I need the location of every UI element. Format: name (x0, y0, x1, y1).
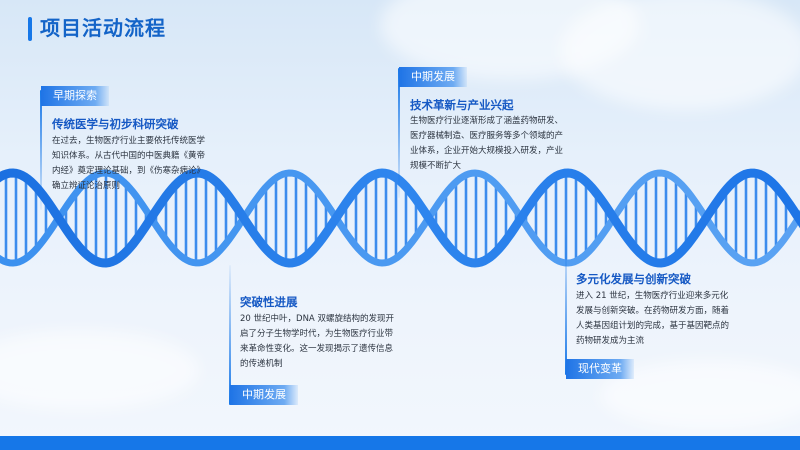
stage-tag: 现代变革 (566, 359, 634, 379)
stage-heading: 技术革新与产业兴起 (410, 98, 514, 112)
stage-connector-line (565, 235, 567, 375)
stage-description: 生物医疗行业逐渐形成了涵盖药物研发、 医疗器械制造、医疗服务等多个领域的产 业体… (410, 116, 564, 171)
stage-tag: 早期探索 (41, 86, 109, 106)
stage-description: 20 世纪中叶，DNA 双螺旋结构的发现开 启了分子生物学时代，为生物医疗行业带… (240, 314, 394, 369)
stage-heading: 突破性进展 (240, 295, 298, 309)
bottom-band (0, 436, 800, 450)
stage-description: 进入 21 世纪，生物医疗行业迎来多元化 发展与创新突破。在药物研发方面，随着 … (576, 291, 730, 346)
cloud-decoration (560, 0, 800, 110)
stage-connector-line (398, 68, 400, 198)
stage-description: 在过去，生物医疗行业主要依托传统医学 知识体系。从古代中国的中医典籍《黄帝 内经… (52, 136, 206, 191)
cloud-decoration (0, 330, 200, 410)
stage-tag: 中期发展 (399, 67, 467, 87)
stage-connector-line (229, 265, 231, 405)
dna-strand-back (0, 169, 800, 267)
stage-heading: 传统医学与初步科研突破 (52, 117, 179, 131)
dna-strand-front (0, 168, 800, 268)
stage-tag: 中期发展 (230, 385, 298, 405)
title-accent-bar (28, 17, 32, 41)
stage-connector-line (40, 90, 42, 210)
page-title: 项目活动流程 (40, 16, 166, 40)
stage-heading: 多元化发展与创新突破 (576, 272, 691, 286)
